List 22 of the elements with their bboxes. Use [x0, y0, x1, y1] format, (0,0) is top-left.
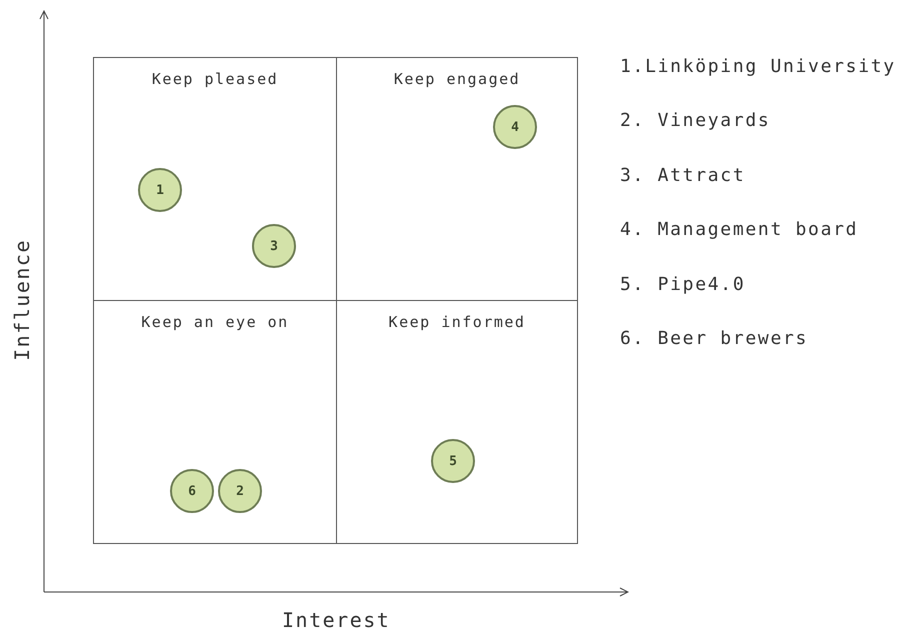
- axis-title: Influence: [10, 239, 34, 361]
- quadrant-title: Keep pleased: [152, 70, 278, 88]
- legend-item: 2. Vineyards: [620, 110, 770, 130]
- axis-title: Interest: [282, 608, 390, 632]
- stakeholder-marker: 4: [493, 105, 537, 149]
- legend-item: 6. Beer brewers: [620, 328, 808, 348]
- stakeholder-marker: 2: [218, 469, 262, 513]
- quadrant-box: [93, 57, 337, 301]
- legend-item: 1.Linköping University: [620, 56, 896, 76]
- legend-item: 4. Management board: [620, 218, 858, 240]
- stakeholder-marker: 6: [170, 469, 214, 513]
- stakeholder-marker: 5: [431, 439, 475, 483]
- quadrant-box: [336, 300, 578, 544]
- quadrant-box: [93, 300, 337, 544]
- quadrant-title: Keep engaged: [394, 70, 520, 88]
- legend-item: 5. Pipe4.0: [620, 274, 746, 294]
- legend-item: 3. Attract: [620, 164, 746, 186]
- stakeholder-marker: 3: [252, 224, 296, 268]
- quadrant-title: Keep informed: [388, 313, 526, 331]
- quadrant-box: [336, 57, 578, 301]
- quadrant-title: Keep an eye on: [141, 313, 289, 331]
- stakeholder-marker: 1: [138, 168, 182, 212]
